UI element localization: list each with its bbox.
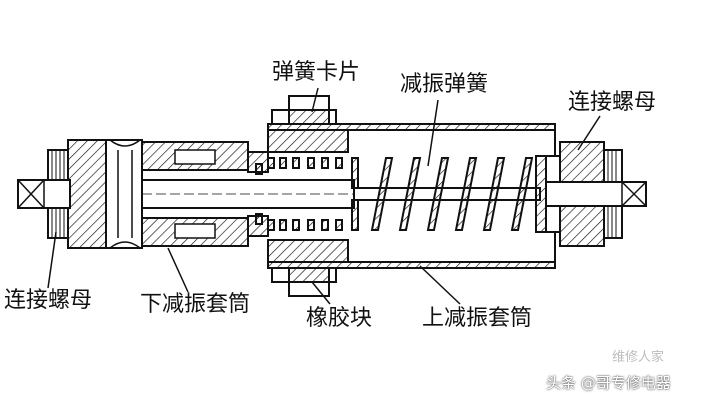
label-connecting-nut-left: 连接螺母 bbox=[4, 288, 93, 313]
spring-clip-shape bbox=[271, 95, 337, 297]
upper-damping-sleeve-shape bbox=[267, 123, 556, 269]
damping-spring-shape bbox=[255, 157, 534, 231]
label-lower-damping-sleeve: 下减振套筒 bbox=[140, 292, 251, 317]
label-upper-damping-sleeve: 上减振套筒 bbox=[422, 306, 533, 331]
label-rubber-block: 橡胶块 bbox=[306, 306, 373, 331]
right-bolt-shape bbox=[545, 181, 647, 207]
left-bolt-shape bbox=[17, 179, 71, 209]
watermark-text: 头条 @哥专修电器 bbox=[546, 374, 671, 392]
label-damping-spring: 减振弹簧 bbox=[400, 72, 489, 97]
leader-lines bbox=[47, 87, 601, 305]
watermark-faint-text: 维修人家 bbox=[612, 350, 665, 365]
label-connecting-nut-right: 连接螺母 bbox=[568, 90, 657, 115]
label-spring-clip: 弹簧卡片 bbox=[272, 60, 361, 85]
right-end-plate-shape bbox=[535, 155, 547, 233]
rubber-block-shape bbox=[267, 129, 349, 263]
